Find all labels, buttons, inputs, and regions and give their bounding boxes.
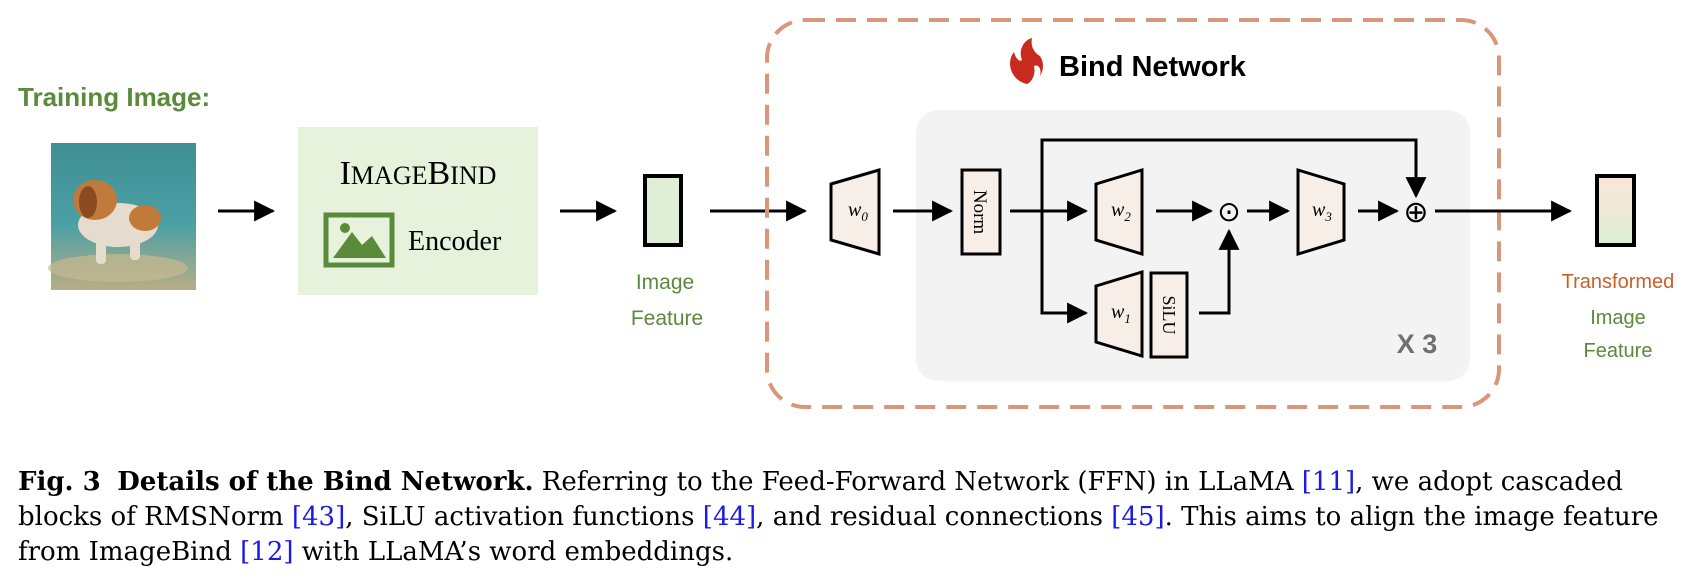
bind-network-diagram: Training Image: IMAGEBIND Encoder Image …	[18, 18, 1675, 409]
transformed-label-line2: Image	[1590, 307, 1646, 329]
w3-label: w3	[1312, 199, 1332, 224]
training-image-thumbnail	[48, 143, 196, 290]
bind-network-container	[765, 18, 1501, 409]
caption-text-5: . This aims to align the image feature f…	[18, 502, 1659, 567]
image-feature-label-line2: Feature	[631, 307, 703, 330]
arrow-norm-to-w1	[1040, 211, 1089, 324]
citation-link-44[interactable]: [44]	[702, 502, 757, 532]
transformed-label-line1: Transformed	[1562, 271, 1675, 293]
caption-text-6: with LLaMA’s word embeddings.	[293, 537, 734, 567]
residual-add-symbol: ⊕	[1403, 196, 1428, 229]
w2-linear-block	[1094, 167, 1144, 257]
figure-number: Fig. 3	[18, 467, 101, 497]
norm-block	[960, 168, 1002, 256]
image-icon	[323, 212, 395, 268]
repeat-count-label: X 3	[1397, 329, 1438, 359]
silu-label: SiLU	[1159, 295, 1179, 334]
silu-block	[1149, 271, 1189, 359]
caption-text-2: , we adopt cascaded blocks of RMSNorm	[18, 467, 1623, 532]
transformed-label-line3: Feature	[1584, 340, 1653, 362]
citation-link-43[interactable]: [43]	[291, 502, 346, 532]
image-feature-vector	[643, 174, 683, 247]
w1-label: w1	[1111, 301, 1131, 326]
citation-link-11[interactable]: [11]	[1301, 467, 1356, 497]
training-image-label: Training Image:	[18, 82, 210, 112]
caption-heading: Details of the Bind Network.	[117, 467, 534, 497]
arrow-silu-to-hadamard	[1199, 228, 1240, 315]
w0-label: w0	[848, 199, 868, 224]
w1-linear-block	[1094, 269, 1144, 359]
caption-text-1: Referring to the Feed-Forward Network (F…	[533, 467, 1302, 497]
bind-network-title: Bind Network	[1059, 51, 1247, 83]
figure-caption: Fig. 3 Details of the Bind Network. Refe…	[18, 465, 1678, 570]
imagebind-title: IMAGEBIND	[340, 155, 497, 192]
hadamard-product-symbol: ⊙	[1217, 196, 1240, 227]
w0-linear-block	[829, 168, 881, 256]
transformed-feature-vector	[1595, 174, 1636, 247]
norm-label: Norm	[969, 190, 990, 235]
citation-link-12[interactable]: [12]	[240, 537, 294, 567]
caption-text-3: , SiLU activation functions	[345, 502, 703, 532]
caption-text-4: , and residual connections	[756, 502, 1112, 532]
image-feature-label-line1: Image	[636, 271, 694, 294]
w3-linear-block	[1296, 167, 1346, 257]
citation-link-45[interactable]: [45]	[1111, 502, 1165, 532]
flame-icon	[1010, 38, 1043, 84]
w2-label: w2	[1111, 199, 1131, 224]
residual-connection	[1040, 138, 1427, 211]
imagebind-encoder: IMAGEBIND Encoder	[298, 127, 538, 295]
encoder-label: Encoder	[408, 226, 502, 257]
